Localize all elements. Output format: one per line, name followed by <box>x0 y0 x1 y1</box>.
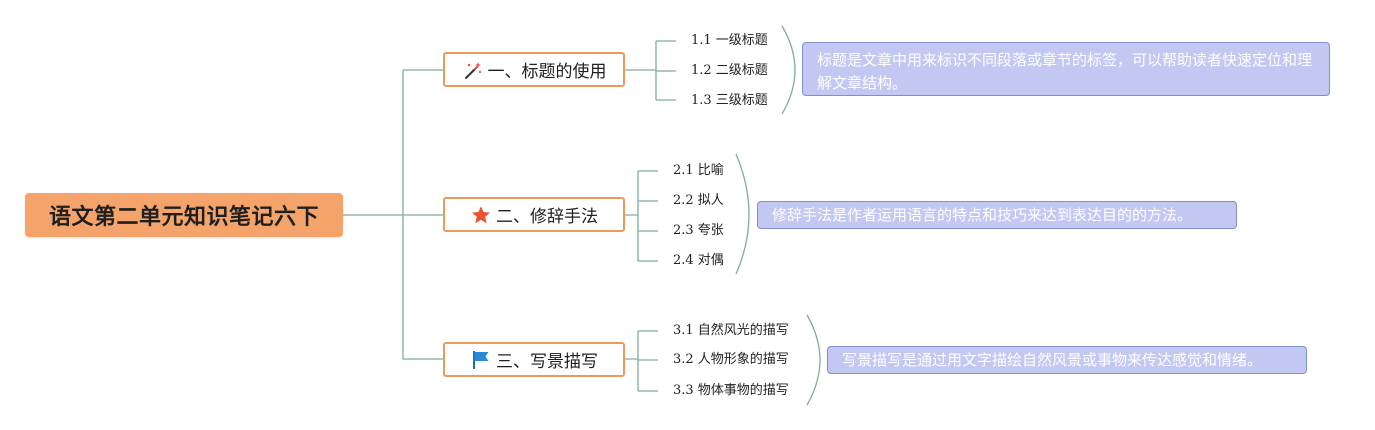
summary-note-title-usage[interactable]: 标题是文章中用来标识不同段落或章节的标签，可以帮助读者快速定位和理解文章结构。 <box>802 42 1330 96</box>
summary-note-text: 标题是文章中用来标识不同段落或章节的标签，可以帮助读者快速定位和理解文章结构。 <box>817 51 1313 92</box>
topic-scenery-description[interactable]: 三、写景描写 <box>443 342 625 377</box>
summary-brace-2 <box>735 153 750 275</box>
star-icon <box>470 204 492 226</box>
magic-wand-icon <box>462 59 484 81</box>
subtopic-item[interactable]: 3.1 自然风光的描写 <box>673 323 789 338</box>
subtopic-item[interactable]: 2.1 比喻 <box>673 163 724 178</box>
summary-brace-1 <box>781 25 796 115</box>
summary-brace-3 <box>806 314 821 406</box>
summary-note-scenery[interactable]: 写景描写是通过用文字描绘自然风景或事物来传达感觉和情绪。 <box>827 346 1307 374</box>
flag-icon <box>470 349 492 371</box>
subtopic-item[interactable]: 2.4 对偶 <box>673 253 724 268</box>
topic-label: 一、标题的使用 <box>487 62 607 82</box>
subtopic-item[interactable]: 2.3 夸张 <box>673 223 724 238</box>
subtopic-trunk-3 <box>625 330 658 392</box>
subtopic-item[interactable]: 3.3 物体事物的描写 <box>673 383 789 398</box>
topic-label: 二、修辞手法 <box>496 207 598 227</box>
root-topic[interactable]: 语文第二单元知识笔记六下 <box>25 193 343 237</box>
subtopic-item[interactable]: 1.2 二级标题 <box>691 63 768 78</box>
subtopic-item[interactable]: 1.1 一级标题 <box>691 33 768 48</box>
subtopic-item[interactable]: 3.2 人物形象的描写 <box>673 352 789 367</box>
subtopic-trunk-1 <box>625 40 676 101</box>
subtopic-trunk-2 <box>625 170 658 262</box>
summary-note-rhetoric[interactable]: 修辞手法是作者运用语言的特点和技巧来达到表达目的的方法。 <box>757 201 1237 229</box>
summary-note-text: 修辞手法是作者运用语言的特点和技巧来达到表达目的的方法。 <box>772 206 1193 224</box>
summary-note-text: 写景描写是通过用文字描绘自然风景或事物来传达感觉和情绪。 <box>842 351 1263 369</box>
topic-rhetoric[interactable]: 二、修辞手法 <box>443 197 625 232</box>
topic-label: 三、写景描写 <box>496 352 598 372</box>
root-topic-label: 语文第二单元知识笔记六下 <box>48 205 319 230</box>
subtopic-item[interactable]: 1.3 三级标题 <box>691 93 768 108</box>
subtopic-item[interactable]: 2.2 拟人 <box>673 193 724 208</box>
topic-title-usage[interactable]: 一、标题的使用 <box>443 52 625 87</box>
